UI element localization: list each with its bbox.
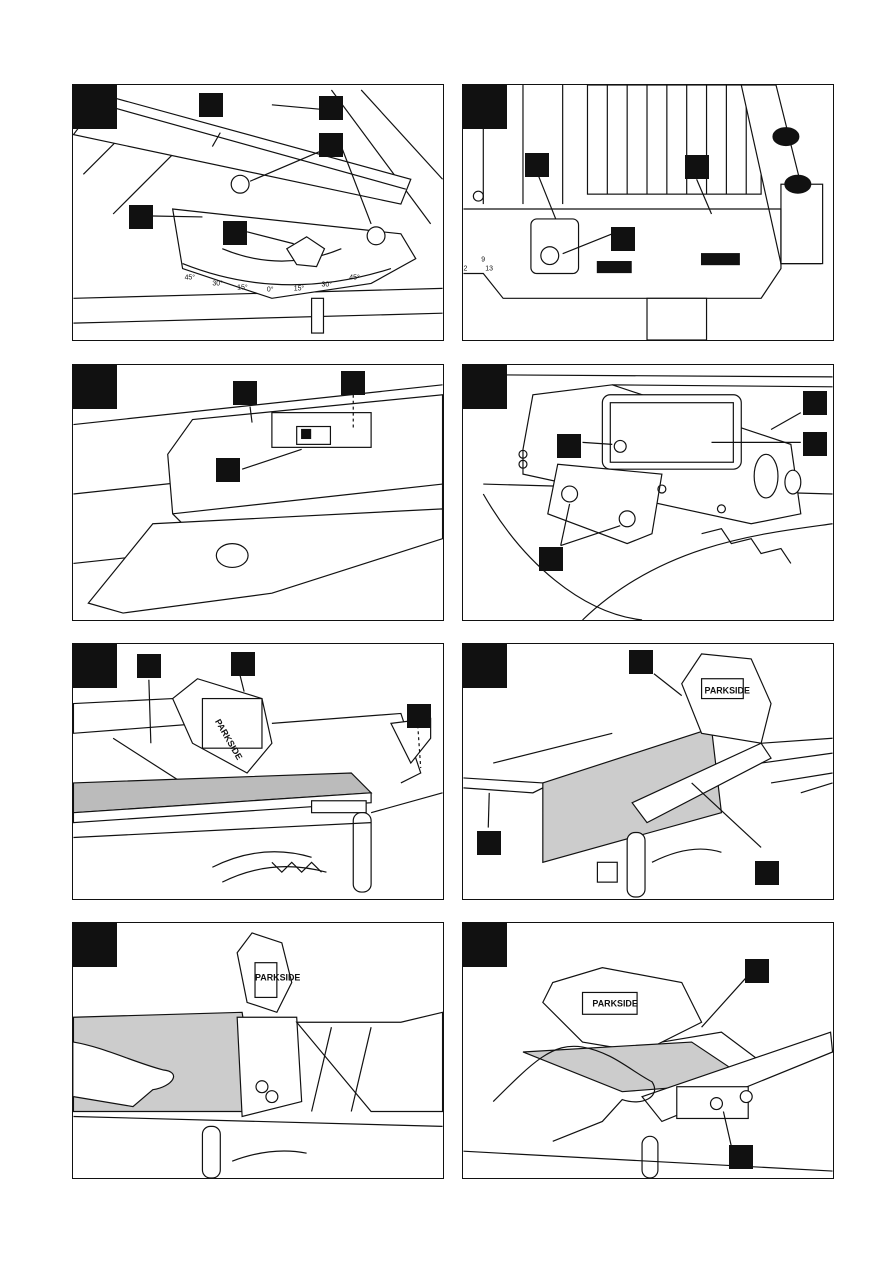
figure-panel-4 bbox=[462, 364, 834, 621]
figure-panel-8: PARKSIDE bbox=[462, 922, 834, 1179]
miter-scale-label: 30° bbox=[212, 279, 223, 287]
table-insert-illustration: 2 9 13 bbox=[463, 85, 824, 340]
figure-panel-1: 45° 30° 15° 0° 15° 30° 45° bbox=[72, 84, 444, 341]
callout-marker bbox=[407, 704, 431, 728]
figure-number-box bbox=[73, 923, 117, 967]
figure-number-box bbox=[73, 365, 117, 409]
callout-marker bbox=[611, 227, 635, 251]
callout-marker bbox=[539, 547, 563, 571]
callout-marker bbox=[319, 133, 343, 157]
ruler-mark: 9 bbox=[481, 257, 485, 264]
callout-marker bbox=[231, 652, 255, 676]
callout-marker bbox=[341, 371, 365, 395]
ruler-mark: 13 bbox=[485, 266, 493, 273]
callout-marker bbox=[755, 861, 779, 885]
figure-number-box bbox=[73, 85, 117, 129]
figure-panel-7: PARKSIDE bbox=[72, 922, 444, 1179]
callout-marker bbox=[137, 654, 161, 678]
callout-marker bbox=[129, 205, 153, 229]
figure-number-box bbox=[73, 644, 117, 688]
figure-number-box bbox=[463, 85, 507, 129]
callout-marker bbox=[557, 434, 581, 458]
callout-marker bbox=[477, 831, 501, 855]
miter-scale-label: 30° bbox=[322, 280, 333, 288]
callout-marker bbox=[745, 959, 769, 983]
figure-number-box bbox=[463, 365, 507, 409]
miter-gauge-illustration: 45° 30° 15° 0° 15° 30° 45° bbox=[73, 89, 443, 334]
figure-panel-5: PARKSIDE bbox=[72, 643, 444, 900]
miter-scale-label: 45° bbox=[185, 273, 196, 281]
miter-scale-label: 45° bbox=[349, 273, 360, 281]
figure-panel-3 bbox=[72, 364, 444, 621]
callout-marker bbox=[629, 650, 653, 674]
miter-scale-label: 15° bbox=[294, 284, 305, 292]
saw-brand-label: PARKSIDE bbox=[255, 973, 300, 983]
figure-number-box bbox=[463, 923, 507, 967]
callout-marker bbox=[803, 432, 827, 456]
miter-scale-label: 0° bbox=[267, 285, 274, 293]
saw-brand-label: PARKSIDE bbox=[592, 998, 637, 1008]
callout-marker bbox=[803, 391, 827, 415]
callout-marker bbox=[199, 93, 223, 117]
riving-knife-illustration bbox=[482, 374, 833, 620]
callout-marker bbox=[729, 1145, 753, 1169]
blade-guard-illustration bbox=[73, 384, 443, 614]
callout-marker bbox=[233, 381, 257, 405]
figure-panel-2: 2 9 13 bbox=[462, 84, 834, 341]
rip-cut-illustration: PARKSIDE bbox=[73, 675, 443, 893]
bevel-cut-illustration: PARKSIDE bbox=[463, 653, 833, 898]
ruler-mark: 2 bbox=[463, 266, 467, 273]
miter-scale-label: 15° bbox=[237, 283, 248, 291]
callout-marker bbox=[319, 96, 343, 120]
callout-marker bbox=[525, 153, 549, 177]
push-through-illustration: PARKSIDE bbox=[463, 967, 833, 1178]
callout-marker bbox=[216, 458, 240, 482]
callout-marker bbox=[223, 221, 247, 245]
saw-brand-label: PARKSIDE bbox=[705, 686, 750, 696]
figure-number-box bbox=[463, 644, 507, 688]
callout-marker bbox=[685, 155, 709, 179]
narrow-cut-illustration: PARKSIDE bbox=[73, 932, 443, 1178]
figure-panel-6: PARKSIDE bbox=[462, 643, 834, 900]
